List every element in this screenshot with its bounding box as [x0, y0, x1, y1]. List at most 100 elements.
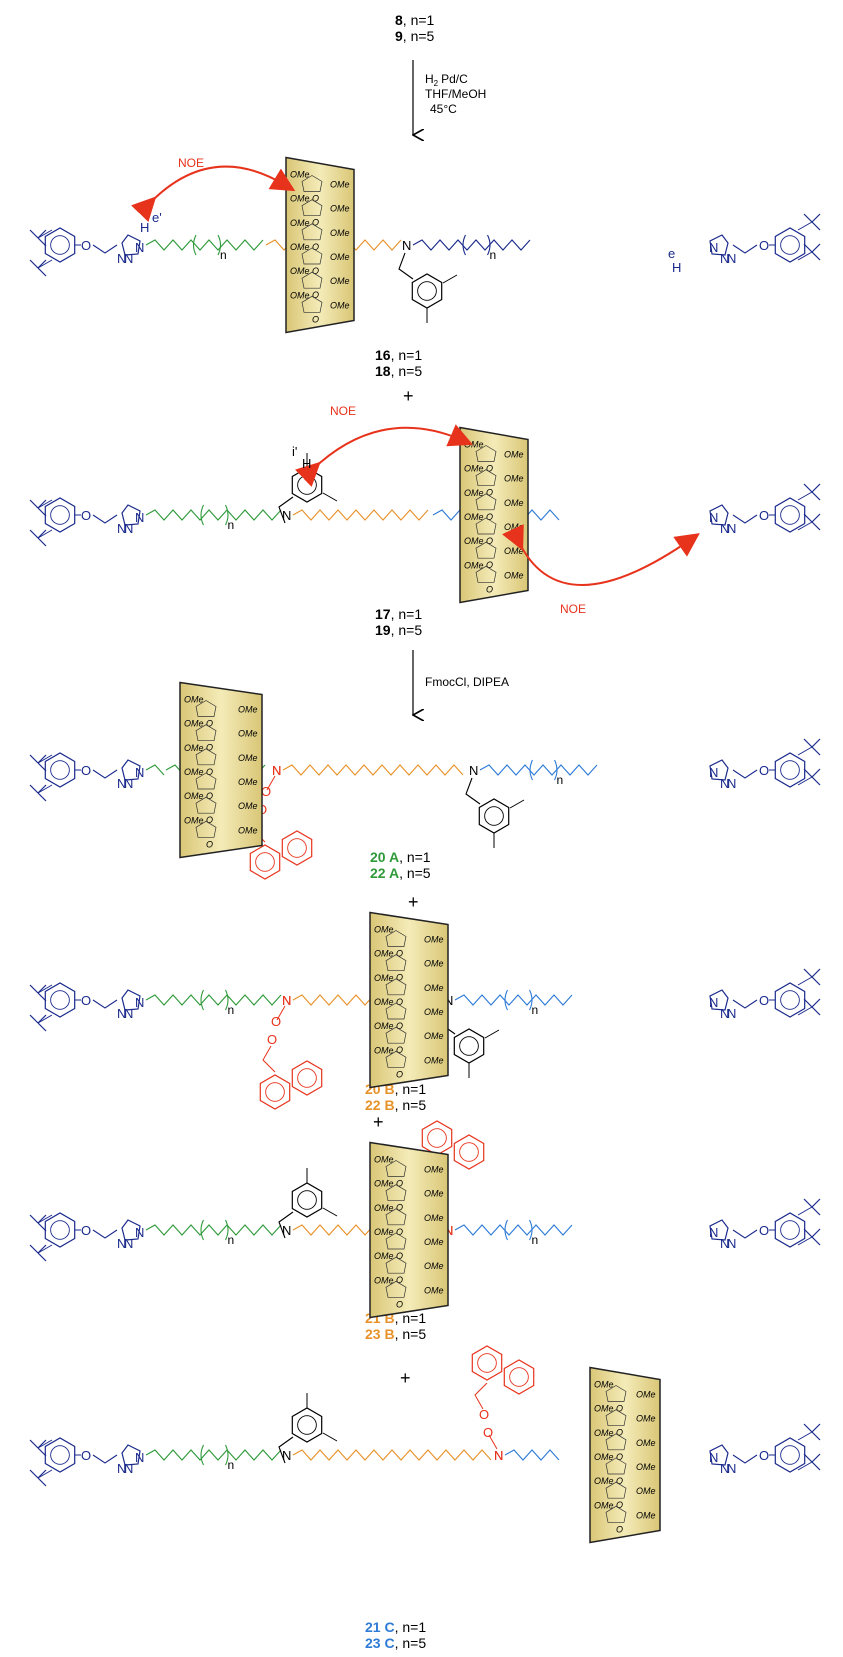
repeat-n: n: [532, 1003, 539, 1017]
methyl-bond: [484, 1029, 500, 1039]
nitrogen-atom: N: [117, 776, 126, 791]
ome-label: OMe: [330, 276, 350, 286]
ome-label: OMe: [184, 719, 204, 729]
cyclodextrin-macrocycle: OMeOMeOOMeOMeOOMeOMeOOMeOMeOOMeOMeOOMeOM…: [369, 1141, 449, 1319]
alkyl-chain: [504, 1449, 560, 1461]
step1-line3: THF/MeOH: [425, 87, 486, 101]
carbonyl-oxygen: O: [271, 1014, 281, 1029]
cyclodextrin-macrocycle: OMeOMeOOMeOMeOOMeOMeOOMeOMeOOMeOMeOOMeOM…: [179, 681, 263, 859]
tbutyl-methyl: [37, 754, 47, 764]
cyclodextrin-macrocycle: OMeOMeOOMeOMeOOMeOMeOOMeOMeOOMeOMeOOMeOM…: [369, 911, 449, 1089]
aromatic-circle: [427, 1128, 447, 1148]
tbutyl-methyl: [803, 738, 813, 748]
alkyl-chain: [412, 239, 531, 251]
aromatic-circle: [459, 1036, 479, 1056]
aryl-stopper-ring: [774, 982, 806, 1018]
nitrogen-atom: N: [124, 521, 133, 536]
glucose-unit: [475, 517, 497, 535]
ome-label: OMe: [464, 536, 484, 546]
repeat-n: n: [490, 248, 497, 262]
cyclodextrin-body: [589, 1366, 661, 1544]
aromatic-circle: [780, 1220, 800, 1240]
ome-label: OMe: [424, 1261, 444, 1271]
ome-label: OMe: [594, 1476, 614, 1486]
tbutyl-methyl: [37, 1222, 47, 1232]
ome-label: OMe: [374, 1179, 394, 1189]
glucose-unit: [385, 1208, 407, 1226]
tbutyl-methyl: [803, 1228, 813, 1238]
ome-label: OMe: [374, 1251, 394, 1261]
aromatic-circle: [297, 1190, 317, 1210]
ome-label: OMe: [290, 194, 310, 204]
glucose-unit: [301, 223, 323, 241]
nitrogen-atom: N: [124, 1006, 133, 1021]
rotaxane-row: ONNNONNNnNNOONnOMeOMeOOMeOMeOOMeOMeOOMeO…: [29, 911, 821, 1110]
tbutyl-methyl: [811, 483, 821, 493]
methyl-bond: [322, 1207, 338, 1217]
tbutyl-methyl: [37, 784, 47, 794]
plus-4: +: [400, 1368, 411, 1388]
nitrogen-atom: N: [124, 251, 133, 266]
glycosidic-oxygen: O: [206, 815, 213, 825]
proton-label: e': [152, 210, 162, 225]
nitrogen-atom: N: [135, 995, 144, 1010]
glucose-unit: [605, 1457, 627, 1475]
tbutyl-methyl: [37, 529, 47, 539]
ome-label: OMe: [594, 1500, 614, 1510]
aryl-stopper-ring: [44, 752, 76, 788]
tbutyl-methyl: [37, 259, 47, 269]
triazole-ring: [709, 504, 729, 526]
nitrogen-atom: N: [117, 1461, 126, 1476]
tbutyl-methyl: [37, 537, 47, 547]
alkyl-chain: [479, 764, 598, 776]
label-16: 16, n=1: [375, 347, 422, 363]
tbutyl-bond: [797, 521, 813, 531]
ome-label: OMe: [504, 546, 524, 556]
label-22B: 22 B, n=5: [365, 1097, 426, 1113]
tbutyl-methyl: [37, 237, 47, 247]
glycosidic-oxygen: O: [396, 1275, 403, 1285]
ome-label: OMe: [636, 1438, 656, 1448]
ome-label: OMe: [374, 925, 394, 935]
methylene-bond: [92, 1229, 118, 1239]
noe-label: NOE: [330, 404, 356, 418]
nitrogen-atom: N: [727, 1461, 736, 1476]
ome-label: OMe: [504, 570, 524, 580]
tbutyl-methyl: [37, 984, 47, 994]
cyclodextrin-body: [179, 681, 263, 859]
glucose-unit: [385, 1280, 407, 1298]
aromatic-circle: [509, 1367, 529, 1387]
nitrogen-atom: N: [727, 521, 736, 536]
repeat-bracket: [529, 989, 533, 1011]
nitrogen-atom: N: [124, 1461, 133, 1476]
oxygen-atom: O: [759, 993, 769, 1008]
glycosidic-oxygen: O: [396, 1251, 403, 1261]
tbutyl-methyl: [803, 213, 813, 223]
alkyl-chain: [145, 994, 282, 1006]
cyclodextrin-macrocycle: OMeOMeOOMeOMeOOMeOMeOOMeOMeOOMeOMeOOMeOM…: [459, 426, 529, 604]
tbutyl-methyl: [37, 1214, 47, 1224]
ome-label: OMe: [374, 949, 394, 959]
tbutyl-bond: [797, 1431, 813, 1441]
ome-label: OMe: [424, 1031, 444, 1041]
oxygen-atom: O: [759, 508, 769, 523]
repeat-bracket: [529, 759, 533, 781]
repeat-bracket: [225, 1219, 229, 1241]
ome-label: OMe: [504, 474, 524, 484]
repeat-bracket: [554, 759, 558, 781]
tbutyl-methyl: [37, 1439, 47, 1449]
oxygen-atom: O: [81, 238, 91, 253]
aromatic-circle: [50, 235, 70, 255]
tbutyl-methyl: [811, 1423, 821, 1433]
nitrogen-atom: N: [135, 1225, 144, 1240]
cyclodextrin-macrocycle: OMeOMeOOMeOMeOOMeOMeOOMeOMeOOMeOMeOOMeOM…: [285, 156, 355, 334]
tbutyl-bond: [797, 746, 813, 756]
label-9: 9, n=5: [395, 28, 435, 44]
triazole-ring: [121, 1444, 141, 1466]
methyl-bond: [322, 1432, 338, 1442]
aromatic-circle: [477, 1353, 497, 1373]
glycosidic-oxygen: O: [616, 1404, 623, 1414]
cyclodextrin-body: [369, 911, 449, 1089]
fluorene-ring: [503, 1359, 535, 1395]
glucose-unit: [475, 469, 497, 487]
